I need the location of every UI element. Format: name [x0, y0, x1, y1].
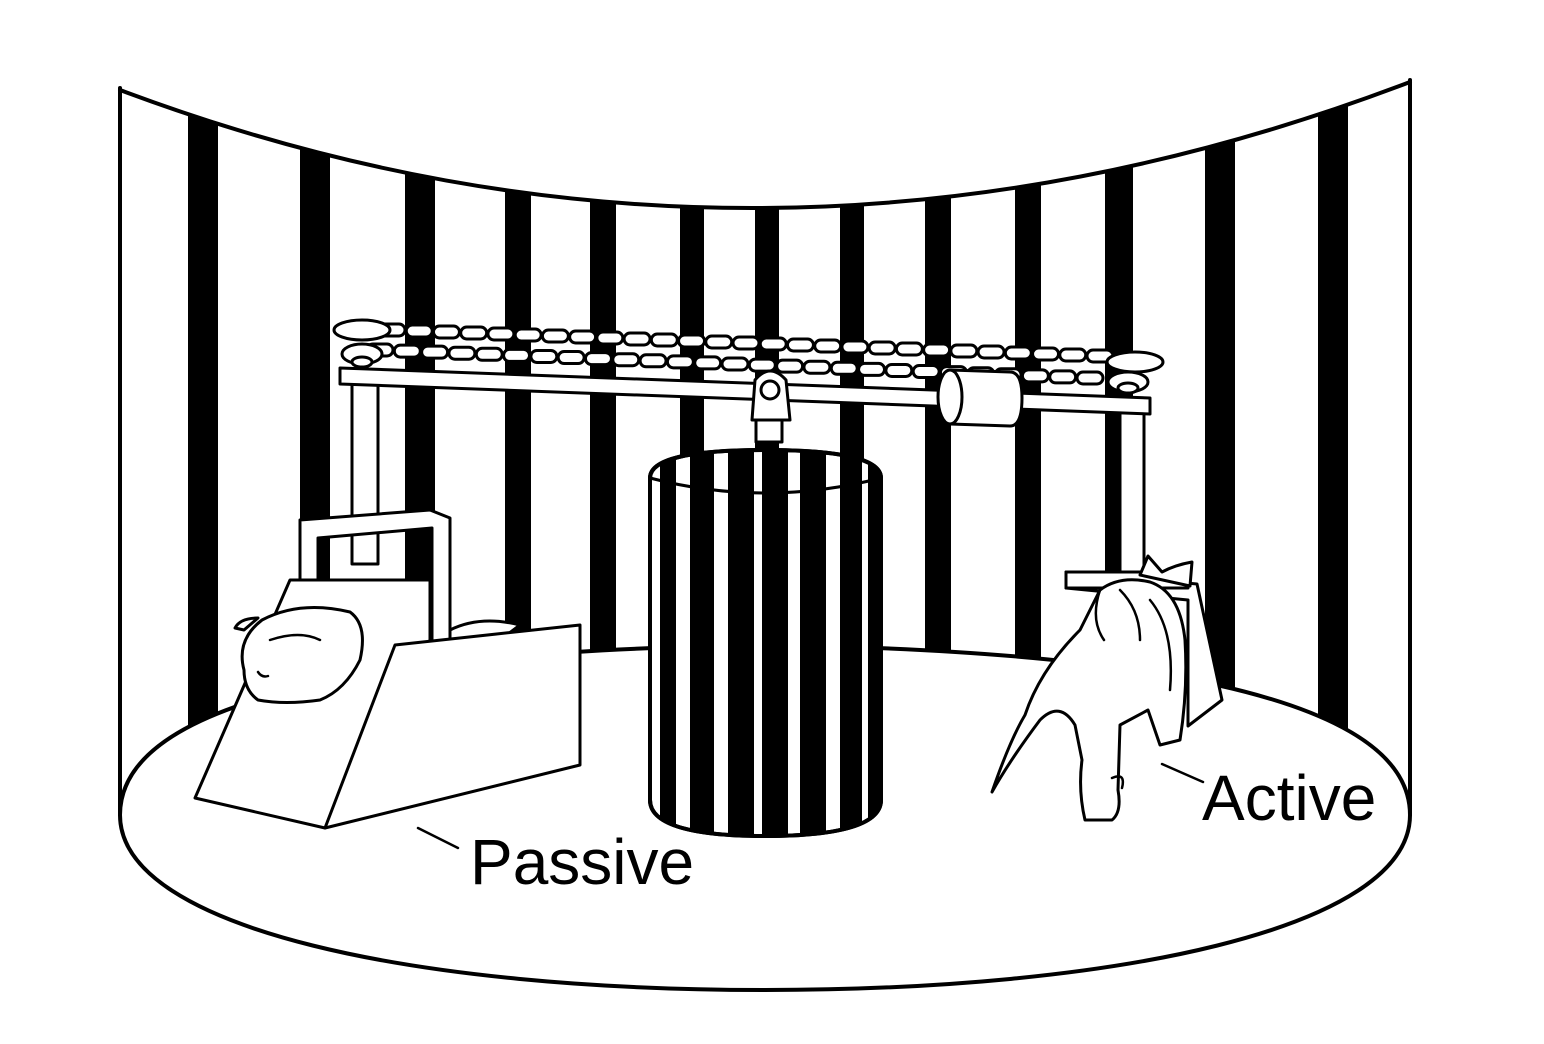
gantry: [332, 318, 1165, 575]
chain-link: [731, 335, 761, 351]
cylinder-stripes: [660, 450, 881, 836]
passive-kitten-icon: [233, 606, 522, 704]
chain-link: [622, 331, 652, 347]
chain-link: [1020, 368, 1050, 384]
chain-link: [747, 357, 777, 373]
counterweight-roller-icon: [936, 368, 1024, 428]
chain-link: [486, 326, 516, 342]
wall-stripe: [188, 82, 218, 815]
wall-stripe: [1318, 82, 1348, 815]
chain-link: [785, 337, 815, 353]
right-sprocket-icon: [1105, 350, 1165, 395]
chain-link: [540, 328, 570, 344]
chain-link: [1075, 370, 1105, 386]
active-label: Active: [1202, 762, 1376, 834]
chain-link: [829, 360, 859, 376]
passive-label: Passive: [470, 826, 694, 898]
right-post: [1118, 406, 1146, 575]
chain-link: [431, 324, 461, 340]
active-leader-line: [1160, 762, 1205, 784]
cylinder-stripe: [728, 450, 754, 836]
chain-link: [949, 343, 979, 359]
central-striped-cylinder: [648, 448, 883, 838]
cylinder-stripe: [868, 450, 881, 836]
chain-link: [840, 339, 870, 355]
chain-link: [813, 338, 843, 354]
wall-top-rim: [118, 80, 1412, 211]
chain-link: [857, 361, 887, 377]
chain-link: [922, 342, 952, 358]
chain-link: [802, 359, 832, 375]
chain-link: [884, 362, 914, 378]
chain-link: [894, 341, 924, 357]
chain-link: [420, 344, 450, 360]
cylinder-stripe: [800, 450, 826, 836]
chain-link: [513, 327, 543, 343]
chain-link: [568, 329, 598, 345]
passive-gondola: Passive: [193, 508, 694, 898]
chain-link: [529, 348, 559, 364]
chain-link: [911, 364, 941, 380]
left-post: [350, 382, 380, 566]
chain-link: [404, 323, 434, 339]
chain-link: [611, 352, 641, 368]
cylinder-stripe: [690, 450, 714, 836]
active-kitten-icon: [990, 554, 1194, 822]
pivot-bearing-icon: [750, 369, 792, 444]
chain-link: [649, 332, 679, 348]
chain-link: [665, 354, 695, 370]
passive-leader-line: [416, 826, 460, 850]
chain-link: [775, 358, 805, 374]
chain-link: [1031, 346, 1061, 362]
chain-link: [556, 350, 586, 366]
chain-link: [392, 343, 422, 359]
chain-link: [638, 353, 668, 369]
gondola-front-panel: [323, 623, 582, 830]
left-sprocket-icon: [332, 318, 392, 369]
chain-link: [867, 340, 897, 356]
chain-link: [583, 351, 613, 367]
cylinder-stripe: [840, 450, 862, 836]
chain-link: [693, 355, 723, 371]
chain-link: [677, 333, 707, 349]
chain-link: [474, 346, 504, 362]
chain-link: [595, 330, 625, 346]
cylinder-stripe: [762, 450, 788, 836]
chain-link: [704, 334, 734, 350]
chain-link: [447, 345, 477, 361]
chain-link: [502, 347, 532, 363]
chain-link: [720, 356, 750, 372]
chain-link: [459, 325, 489, 341]
chain-link: [758, 336, 788, 352]
chain-link: [976, 344, 1006, 360]
chain-link: [1058, 347, 1088, 363]
chain-link: [1048, 369, 1078, 385]
chain-link: [1003, 345, 1033, 361]
cylinder-stripe: [660, 450, 676, 836]
active-kitten-unit: Active: [990, 554, 1376, 834]
